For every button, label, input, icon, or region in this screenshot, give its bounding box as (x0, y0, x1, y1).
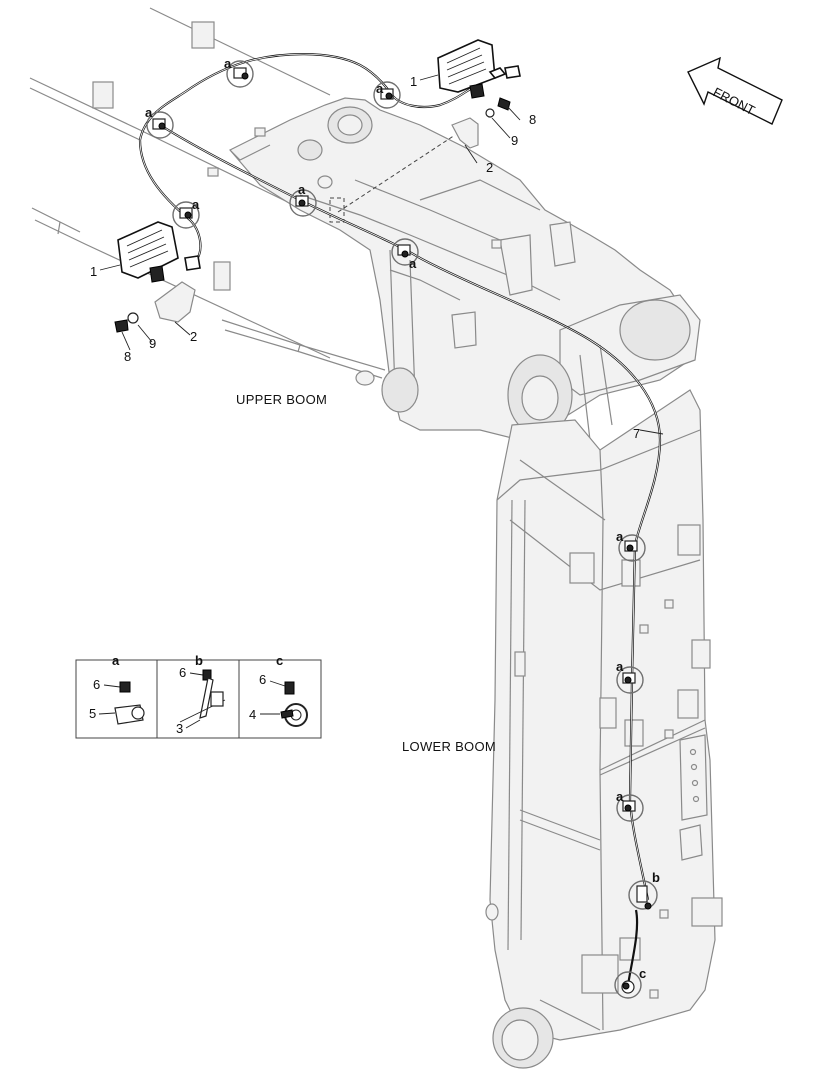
clip-letter-a: a (298, 182, 306, 197)
clip-a-5 (289, 189, 317, 217)
clip-letter-a: a (409, 256, 417, 271)
lamp-bracket (451, 117, 479, 149)
clip-b (628, 880, 658, 910)
panel-b-letter: b (195, 653, 203, 668)
lamp-bracket (154, 281, 196, 323)
clip-a-6 (391, 238, 419, 266)
clip-a-9 (616, 794, 644, 822)
boom-pivot (507, 294, 701, 441)
arm-structure-top (29, 7, 386, 379)
clip-a-4 (172, 201, 200, 229)
detail-panel-c: c 6 4 (249, 653, 308, 727)
clip-letter-a: a (224, 56, 232, 71)
clip-letter-a: a (376, 81, 384, 96)
callout-lamp-top: 1 (410, 74, 417, 89)
callout-bracket-left: 2 (190, 329, 197, 344)
lower-boom-label: LOWER BOOM (402, 739, 496, 754)
clip-a-7 (618, 534, 646, 562)
clip-c (614, 971, 642, 999)
callout-bolt-top: 8 (529, 112, 536, 127)
lower-boom-structure (485, 389, 723, 1069)
upper-boom-structure (207, 97, 691, 441)
clip-letter-a: a (616, 659, 624, 674)
leader-lines (99, 74, 664, 435)
panel-c-part-num: 4 (249, 707, 256, 722)
work-lamp-top (437, 39, 521, 149)
front-arrow: FRONT (687, 56, 783, 125)
upper-boom-label: UPPER BOOM (236, 392, 327, 407)
panel-a-letter: a (112, 653, 120, 668)
clip-letter-c: c (639, 966, 646, 981)
callout-bolt-left: 8 (124, 349, 131, 364)
panel-a-part-num: 5 (89, 706, 96, 721)
detail-panel-a: a 6 5 (89, 653, 145, 725)
clip-a-3 (373, 81, 401, 109)
panel-b-bolt-num: 6 (179, 665, 186, 680)
stop-block (213, 261, 231, 291)
panel-c-letter: c (276, 653, 283, 668)
panel-a-bolt-num: 6 (93, 677, 100, 692)
panel-c-bolt-num: 6 (259, 672, 266, 687)
callout-lamp-left: 1 (90, 264, 97, 279)
stop-block (92, 81, 114, 109)
stop-block (191, 21, 215, 49)
clip-a-8 (616, 666, 644, 694)
clip-letter-b: b (652, 870, 660, 885)
clip-a-2 (146, 111, 174, 139)
clip-letter-a: a (616, 789, 624, 804)
clip-letter-a: a (616, 529, 624, 544)
detail-panel-b: b 6 3 (176, 653, 226, 736)
clip-letters: a a a a a a a a a b c (145, 56, 660, 981)
clip-letter-a: a (145, 105, 153, 120)
clip-letter-a: a (192, 197, 200, 212)
harness-clips (146, 60, 658, 999)
detail-legend: a 6 5 b 6 3 c 6 4 (75, 653, 322, 739)
callout-washer-left: 9 (149, 336, 156, 351)
callout-bracket-top: 2 (486, 160, 493, 175)
work-lamp-left (114, 221, 201, 333)
callout-harness: 7 (633, 426, 640, 441)
callout-washer-top: 9 (511, 133, 518, 148)
clip-a-1 (226, 60, 254, 88)
panel-b-part-num: 3 (176, 721, 183, 736)
